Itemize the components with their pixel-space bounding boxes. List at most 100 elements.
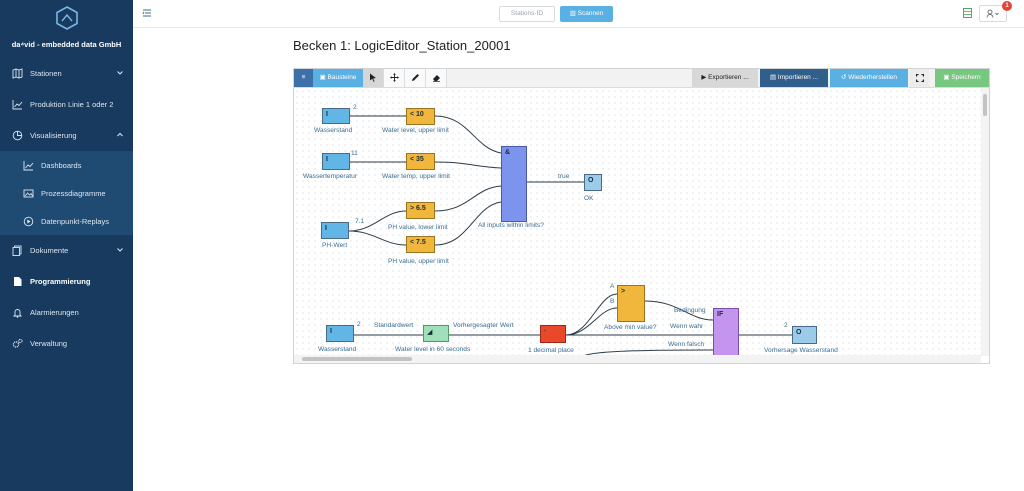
input-block-wasserstand-2[interactable]: I (326, 325, 354, 342)
fullscreen-button[interactable] (910, 69, 929, 87)
scroll-thumb[interactable] (983, 94, 987, 116)
bausteine-button[interactable]: ▣ Bausteine (313, 69, 363, 87)
compare-block-ph-upper[interactable]: < 7.5 (406, 236, 435, 253)
wire (434, 115, 502, 154)
restore-button[interactable]: ↺ Wiederherstellen (830, 69, 908, 87)
cube-logo-icon (55, 6, 78, 30)
sidebar-item-label: Prozessdiagramme (41, 188, 106, 198)
save-icon: ▣ (943, 74, 952, 81)
port-label: Wenn wahr (670, 323, 704, 330)
sidebar: da⁴vid - embedded data GmbH Stationen Pr… (0, 0, 133, 491)
page-title: Becken 1: LogicEditor_Station_20001 (293, 38, 511, 53)
round-block[interactable]: · (540, 325, 566, 343)
sidebar-item-visualisierung[interactable]: Visualisierung (0, 120, 133, 151)
and-block[interactable]: & (501, 146, 527, 222)
import-label: Importieren ... (777, 74, 819, 81)
input-block-wasserstand[interactable]: I (322, 108, 350, 124)
play-icon (22, 215, 34, 227)
output-block-ok[interactable]: O (584, 174, 602, 191)
wire (644, 300, 714, 321)
gears-icon (11, 338, 23, 350)
port-label: B (610, 298, 615, 305)
vertical-scrollbar[interactable] (981, 88, 989, 356)
sidebar-item-label: Dashboards (41, 160, 82, 170)
wire (434, 201, 502, 246)
input-value: 7.1 (355, 218, 365, 225)
sidebar-item-alarmierungen[interactable]: Alarmierungen (0, 297, 133, 328)
block-label: Water level in 60 seconds (395, 346, 471, 353)
station-id-input[interactable]: Stations-ID (499, 6, 555, 22)
map-icon (11, 68, 23, 80)
undo-icon: ↺ (840, 74, 849, 81)
wire (434, 185, 502, 212)
compare-block-ph-lower[interactable]: > 6.5 (406, 202, 435, 219)
output-block-vorhersage[interactable]: O (792, 326, 817, 344)
sidebar-item-dokumente[interactable]: Dokumente (0, 235, 133, 266)
sidebar-item-prozessdiagramme[interactable]: Prozessdiagramme (0, 179, 133, 207)
wire (583, 349, 714, 356)
block-label: Vorhersage Wasserstand (764, 347, 838, 354)
compare-block-water-temp[interactable]: < 35 (406, 153, 435, 170)
port-label: Bedingung (674, 307, 706, 314)
horizontal-scrollbar[interactable] (294, 355, 981, 363)
input-value: 11 (351, 150, 358, 157)
if-block[interactable]: IF (713, 308, 739, 356)
topbar: Stations-ID ▥ Scannen 1 (133, 0, 1024, 28)
sidebar-item-produktion[interactable]: Produktion Linie 1 oder 2 (0, 89, 133, 120)
brand[interactable]: da⁴vid - embedded data GmbH (0, 0, 133, 58)
sidebar-item-programmierung[interactable]: Programmierung (0, 266, 133, 297)
import-button[interactable]: ▤ Importieren ... (760, 69, 828, 87)
move-icon (389, 73, 399, 82)
select-tool-button[interactable] (363, 69, 384, 87)
editor-menu-button[interactable]: ≡ (294, 69, 313, 87)
bausteine-label: Bausteine (327, 74, 357, 81)
sidebar-item-verwaltung[interactable]: Verwaltung (0, 328, 133, 359)
export-button[interactable]: ▶ Exportieren ... (692, 69, 758, 87)
sidebar-item-datenpunkt-replays[interactable]: Datenpunkt-Replays (0, 207, 133, 235)
table-icon[interactable] (963, 8, 972, 18)
compare-block-water-level[interactable]: < 10 (406, 108, 435, 125)
wire (348, 230, 407, 246)
sidebar-item-label: Datenpunkt-Replays (41, 216, 109, 226)
notification-badge[interactable]: 1 (1002, 1, 1012, 11)
draw-tool-button[interactable] (405, 69, 426, 87)
scan-label: Scannen (577, 10, 604, 17)
block-label: OK (584, 195, 594, 202)
compare-block-min-value[interactable]: > (617, 285, 645, 322)
logic-canvas[interactable]: I 2 Wasserstand < 10 Water level, upper … (294, 88, 981, 356)
scan-button[interactable]: ▥ Scannen (560, 6, 613, 22)
prediction-block[interactable]: ◢ (423, 325, 449, 342)
input-block-wassertemperatur[interactable]: I (322, 153, 350, 170)
block-label: Above min value? (604, 324, 657, 331)
sidebar-item-label: Programmierung (30, 277, 91, 286)
user-menu-button[interactable] (979, 5, 1007, 22)
move-tool-button[interactable] (384, 69, 405, 87)
sidebar-item-label: Dokumente (30, 246, 69, 255)
image-icon (22, 187, 34, 199)
sidebar-item-stationen[interactable]: Stationen (0, 58, 133, 89)
block-label: Wasserstand (314, 127, 353, 134)
editor-toolbar: ≡ ▣ Bausteine ▶ Exportieren ... ▤ Import… (294, 69, 989, 88)
scroll-thumb[interactable] (302, 357, 412, 361)
chevron-up-icon (117, 132, 123, 137)
menu-toggle-icon[interactable] (142, 8, 152, 18)
fullscreen-icon (915, 73, 924, 83)
port-label: Standardwert (374, 322, 414, 329)
logic-editor: ≡ ▣ Bausteine ▶ Exportieren ... ▤ Import… (293, 68, 990, 364)
save-button[interactable]: ▣ Speichern (935, 69, 989, 87)
input-value: 2 (357, 321, 361, 328)
sidebar-submenu-visualisierung: Dashboards Prozessdiagramme Datenpunkt-R… (0, 151, 133, 235)
input-block-ph-wert[interactable]: I (321, 222, 349, 239)
export-icon: ▶ (701, 74, 709, 81)
bell-icon (11, 307, 23, 319)
block-label: Water temp, upper limit (382, 173, 450, 180)
sidebar-item-dashboards[interactable]: Dashboards (0, 151, 133, 179)
line-chart-icon (11, 99, 23, 111)
save-label: Speichern (951, 74, 981, 81)
port-label: Wenn falsch (668, 341, 705, 348)
restore-label: Wiederherstellen (848, 74, 898, 81)
block-label: PH value, upper limit (388, 258, 449, 265)
erase-tool-button[interactable] (426, 69, 447, 87)
documents-icon (11, 245, 23, 257)
chart-icon (22, 159, 34, 171)
